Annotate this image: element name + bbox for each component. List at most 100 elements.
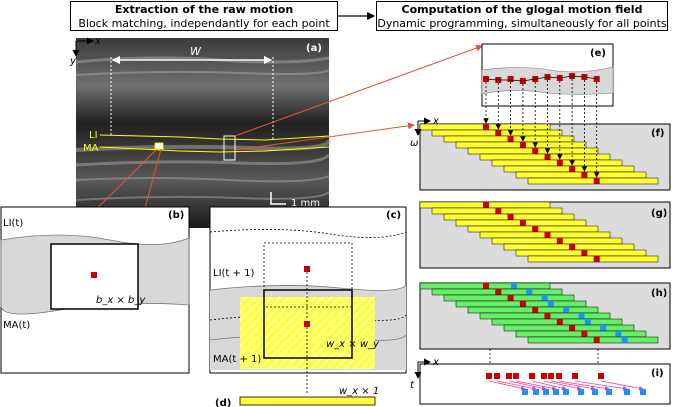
panel-b-ma-label: MA(t) xyxy=(3,320,30,331)
g-bars-red-point xyxy=(556,238,563,244)
panel-g-tag: (g) xyxy=(651,208,667,219)
f-bars-red-point xyxy=(556,160,563,166)
panel-b-tag: (b) xyxy=(168,210,184,221)
panel-e-tag: (e) xyxy=(590,48,606,59)
panel-b-li-label: LI(t) xyxy=(3,218,23,229)
h-bars-row xyxy=(515,330,647,338)
panel-a-axis-y: y xyxy=(69,56,77,67)
h-bars-blue-point xyxy=(600,325,607,331)
panel-h: (h) xyxy=(419,282,671,350)
panel-i-red-point xyxy=(486,373,492,379)
header-global-motion: Computation of the glogal motion field D… xyxy=(376,1,668,31)
h-bars-red-point xyxy=(495,289,502,295)
panel-i-red-point xyxy=(494,373,500,379)
h-bars-red-point xyxy=(483,283,489,289)
panel-c-block xyxy=(263,289,353,359)
f-bars-red-point xyxy=(581,172,588,178)
panel-i-displacement-arrow xyxy=(508,380,547,391)
panel-f-axis-x: x xyxy=(432,116,439,127)
f-bars-red-point xyxy=(495,130,502,136)
panel-c-li-label: LI(t + 1) xyxy=(213,268,254,279)
panel-c-window-label: w_x × w_y xyxy=(326,339,380,350)
panel-i-axis-y: t xyxy=(410,380,415,391)
h-bars-red-point xyxy=(569,325,576,331)
h-bars-blue-point xyxy=(578,313,585,319)
h-bars-red-point xyxy=(581,331,588,337)
panel-i-red-point xyxy=(556,373,562,379)
panel-c-point xyxy=(304,321,310,327)
panel-c: (c) LI(t + 1) MA(t + 1) w_x × w_y xyxy=(209,206,407,394)
panel-e-curve xyxy=(485,75,598,82)
header-raw-motion-subtitle: Block matching, independantly for each p… xyxy=(78,17,330,30)
panel-a-width-label: W xyxy=(190,45,202,58)
panel-a-ma-label: MA xyxy=(83,143,99,154)
header-global-motion-title: Computation of the glogal motion field xyxy=(401,3,643,16)
panel-i-red-point xyxy=(572,373,578,379)
h-bars-blue-point xyxy=(511,283,517,289)
panel-i-displacement-arrow xyxy=(515,380,557,391)
g-bars-red-point xyxy=(495,208,502,214)
panel-b-point xyxy=(91,272,97,278)
panel-b: (b) LI(t) MA(t) b_x × b_y xyxy=(0,206,190,374)
panel-i-displacement-arrow xyxy=(550,380,596,391)
panel-a-li-label: LI xyxy=(89,130,98,141)
panel-i-displacement-arrow xyxy=(543,380,582,391)
panel-d-tag: (d) xyxy=(215,398,231,407)
panel-i-blue-point xyxy=(563,389,569,395)
g-bars-red-point xyxy=(593,256,600,262)
h-bars-red-point xyxy=(519,301,526,307)
h-bars-row xyxy=(503,324,635,332)
h-bars-blue-point xyxy=(584,319,591,325)
f-bars-red-point xyxy=(483,124,489,130)
panel-i-blue-point xyxy=(640,389,646,395)
panel-i-displacement-arrow xyxy=(600,380,644,391)
panel-a-window xyxy=(223,135,236,161)
panel-i-displacement-arrow xyxy=(488,380,526,391)
panel-d-window-label: w_x × 1 xyxy=(339,386,379,397)
h-bars-blue-point xyxy=(563,307,570,313)
g-bars-row xyxy=(515,249,647,257)
panel-i-blue-point xyxy=(578,389,584,395)
g-bars-red-point xyxy=(519,220,526,226)
header-raw-motion-title: Extraction of the raw motion xyxy=(114,3,294,16)
panel-a-tag: (a) xyxy=(306,43,322,54)
g-bars-red-point xyxy=(581,250,588,256)
f-bars-red-point xyxy=(569,166,576,172)
f-bars-row xyxy=(503,165,635,173)
header-raw-motion: Extraction of the raw motion Block match… xyxy=(70,1,338,31)
panel-i-blue-point xyxy=(624,389,630,395)
f-bars-row xyxy=(515,171,647,179)
panel-i-displacement-arrow xyxy=(496,380,537,391)
panel-i-blue-point xyxy=(606,389,612,395)
panel-i-displacement-arrow xyxy=(531,380,567,391)
header-global-motion-subtitle: Dynamic programming, simultaneously for … xyxy=(377,17,667,30)
panel-a-scale-bar xyxy=(270,192,286,205)
panel-g: (g) xyxy=(419,201,671,269)
panel-h-tag: (h) xyxy=(651,288,667,299)
f-bars-red-point xyxy=(593,178,600,184)
panel-i-displacement-arrow xyxy=(574,380,628,391)
h-bars-blue-point xyxy=(547,301,554,307)
h-bars-blue-point xyxy=(621,337,628,343)
panel-i-blue-point xyxy=(543,389,549,395)
panel-i-red-point xyxy=(506,373,512,379)
panel-i-blue-point xyxy=(522,389,528,395)
panel-i-red-point xyxy=(513,373,519,379)
panel-i-axis-x: x xyxy=(432,357,439,368)
g-bars-red-point xyxy=(532,226,539,232)
panel-d-window-bar xyxy=(239,396,376,406)
h-bars-blue-point xyxy=(526,289,533,295)
panel-i-blue-point xyxy=(533,389,539,395)
panel-f-tag: (f) xyxy=(651,128,665,139)
panel-i-blue-point xyxy=(553,389,559,395)
panel-f: (f) x ω xyxy=(410,116,671,191)
h-bars-red-point xyxy=(556,319,563,325)
panel-i-red-point xyxy=(598,373,604,379)
h-bars-red-point xyxy=(544,313,551,319)
panel-f-axis-y: ω xyxy=(410,138,418,149)
panel-a-axes: x y xyxy=(69,36,101,67)
panel-i-displacement-arrow xyxy=(558,380,610,391)
g-bars-red-point xyxy=(483,202,489,208)
h-bars-red-point xyxy=(593,337,600,343)
